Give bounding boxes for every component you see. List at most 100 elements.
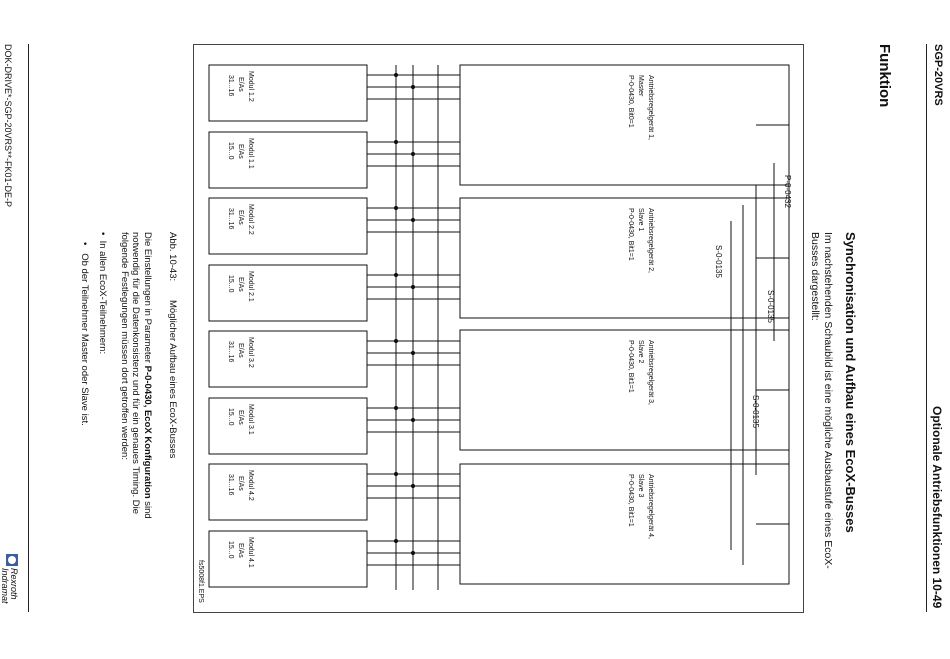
drive-param-3: P-0-0430, Bit1=1 [627, 340, 634, 393]
module-label-2: Modul 1.1 [247, 138, 254, 169]
body-line-2: notwendig für die Datenkonsistenz und fü… [130, 232, 142, 515]
drive-label-1: Antriebsregelgerät 1, [647, 75, 654, 140]
body-paragraph: Die Einstellungen in Parameter P-0-0430,… [119, 232, 153, 519]
drive-role-2: Slave 1 [637, 208, 644, 231]
bullet-dot: • [79, 242, 90, 254]
figure-caption: Abb. 10-43: Möglicher Aufbau eines EcoX-B… [167, 232, 178, 458]
junction-dot-1-1 [393, 72, 399, 78]
junction-dot-3-1 [393, 205, 399, 211]
junction-dot-7-1 [393, 471, 399, 477]
module-box-5 [208, 330, 368, 388]
junction-dot-2-1 [393, 139, 399, 145]
drive-box-4 [459, 463, 790, 585]
logo-line-1: Rexroth [9, 568, 19, 600]
caption-label: Abb. 10-43: [167, 232, 178, 282]
module-range-4: 15...0 [227, 275, 234, 293]
junction-dot-1-2 [410, 84, 416, 90]
module-label-7: Modul 4.2 [247, 470, 254, 501]
bullet-text-1: In allen EcoX-Teilnehmern: [97, 240, 108, 355]
drive-label-4: Antriebsregelgerät 4, [647, 474, 654, 539]
module-box-1 [208, 64, 368, 122]
module-range-8: 15...0 [227, 541, 234, 559]
section-title: Synchronisation und Aufbau eines EcoX-Bu… [843, 232, 858, 533]
module-range-2: 15...0 [227, 142, 234, 160]
header-rule [926, 44, 927, 612]
module-ea-2: E/As [237, 144, 244, 159]
module-box-6 [208, 397, 368, 455]
figure-file-name: fs5008f1.EPS [197, 560, 204, 603]
logo-text: Rexroth Indramat [0, 568, 19, 604]
junction-dot-5-2 [410, 350, 416, 356]
module-range-3: 31...16 [227, 208, 234, 230]
drive-role-3: Slave 2 [637, 340, 644, 363]
drive-param-2: P-0-0430, Bit1=1 [627, 208, 634, 261]
drive-role-4: Slave 3 [637, 474, 644, 497]
body-line-3: folgende Festlegungen müssen dort getrof… [119, 232, 130, 460]
module-label-6: Modul 3.1 [247, 404, 254, 435]
module-label-3: Modul 2.2 [247, 204, 254, 235]
body-param-name: P-0-0430, EcoX Konfiguration [142, 365, 153, 499]
drive-label-2: Antriebsregelgerät 2, [647, 208, 654, 273]
junction-dot-5-1 [393, 338, 399, 344]
drive-role-1: Master [637, 75, 644, 97]
module-label-4: Modul 2.1 [247, 271, 254, 302]
footer-doc-code: DOK-DRIVE*-SGP-20VRS**-FK01-DE-P [3, 44, 13, 208]
bus-label-p0432: P-0-0432 [783, 175, 792, 208]
rexroth-logo-icon [6, 554, 18, 566]
junction-dot-6-2 [410, 417, 416, 423]
drive-box-3 [459, 329, 790, 451]
drive-label-3: Antriebsregelgerät 3, [647, 340, 654, 405]
bullet-dot: • [97, 232, 108, 241]
module-range-5: 31...16 [227, 341, 234, 363]
junction-dot-3-2 [410, 217, 416, 223]
junction-dot-7-2 [410, 483, 416, 489]
header-chapter-page: Optionale Antriebsfunktionen 10-49 [930, 406, 944, 609]
module-label-8: Modul 4.1 [247, 537, 254, 568]
module-ea-4: E/As [237, 277, 244, 292]
bullet-item-2: • Ob der Teilnehmer Master oder Slave is… [79, 242, 90, 426]
bus-label-s0135-c: S-0-0135 [751, 395, 760, 428]
module-ea-8: E/As [237, 543, 244, 558]
junction-dot-8-1 [393, 538, 399, 544]
module-ea-1: E/As [237, 77, 244, 92]
module-label-1: Modul 1.2 [247, 71, 254, 102]
drive-box-2 [459, 197, 790, 319]
module-ea-5: E/As [237, 343, 244, 358]
bus-label-s0135-b: S-0-0135 [766, 290, 775, 323]
bullet-text-2: Ob der Teilnehmer Master oder Slave ist. [79, 253, 90, 426]
module-box-7 [208, 463, 368, 521]
body-line-1a: Die Einstellungen in Parameter [142, 232, 153, 366]
junction-dot-4-1 [393, 272, 399, 278]
junction-dot-2-2 [410, 151, 416, 157]
chapter-title: Funktion [876, 44, 893, 108]
body-line-1c: sind [142, 498, 153, 519]
module-box-4 [208, 264, 368, 322]
junction-dot-8-2 [410, 550, 416, 556]
bus-label-s0135-a: S-0-0135 [714, 245, 723, 278]
module-box-3 [208, 197, 368, 255]
module-label-5: Modul 3.2 [247, 337, 254, 368]
intro-text: Im nachstehenden Schaubild ist eine mögl… [808, 232, 834, 569]
bullet-item-1: • In allen EcoX-Teilnehmern: [97, 232, 108, 354]
module-ea-3: E/As [237, 210, 244, 225]
module-ea-6: E/As [237, 410, 244, 425]
module-box-2 [208, 131, 368, 189]
drive-param-4: P-0-0430, Bit1=1 [627, 474, 634, 527]
drive-param-1: P-0-0430, Bit0=1 [627, 75, 634, 128]
intro-line-2: Busses dargestellt: [809, 232, 821, 321]
logo-line-2: Indramat [0, 568, 10, 604]
module-range-6: 15...0 [227, 408, 234, 426]
footer-rule [28, 44, 29, 612]
drive-box-1 [459, 64, 790, 186]
module-range-1: 31...16 [227, 75, 234, 97]
header-doc-id: SGP-20VRS [932, 44, 944, 106]
junction-dot-4-2 [410, 284, 416, 290]
module-range-7: 31...16 [227, 474, 234, 496]
junction-dot-6-1 [393, 405, 399, 411]
module-ea-7: E/As [237, 476, 244, 491]
module-box-8 [208, 530, 368, 588]
intro-line-1: Im nachstehenden Schaubild ist eine mögl… [822, 232, 834, 569]
caption-text: Möglicher Aufbau eines EcoX-Busses [167, 300, 178, 459]
